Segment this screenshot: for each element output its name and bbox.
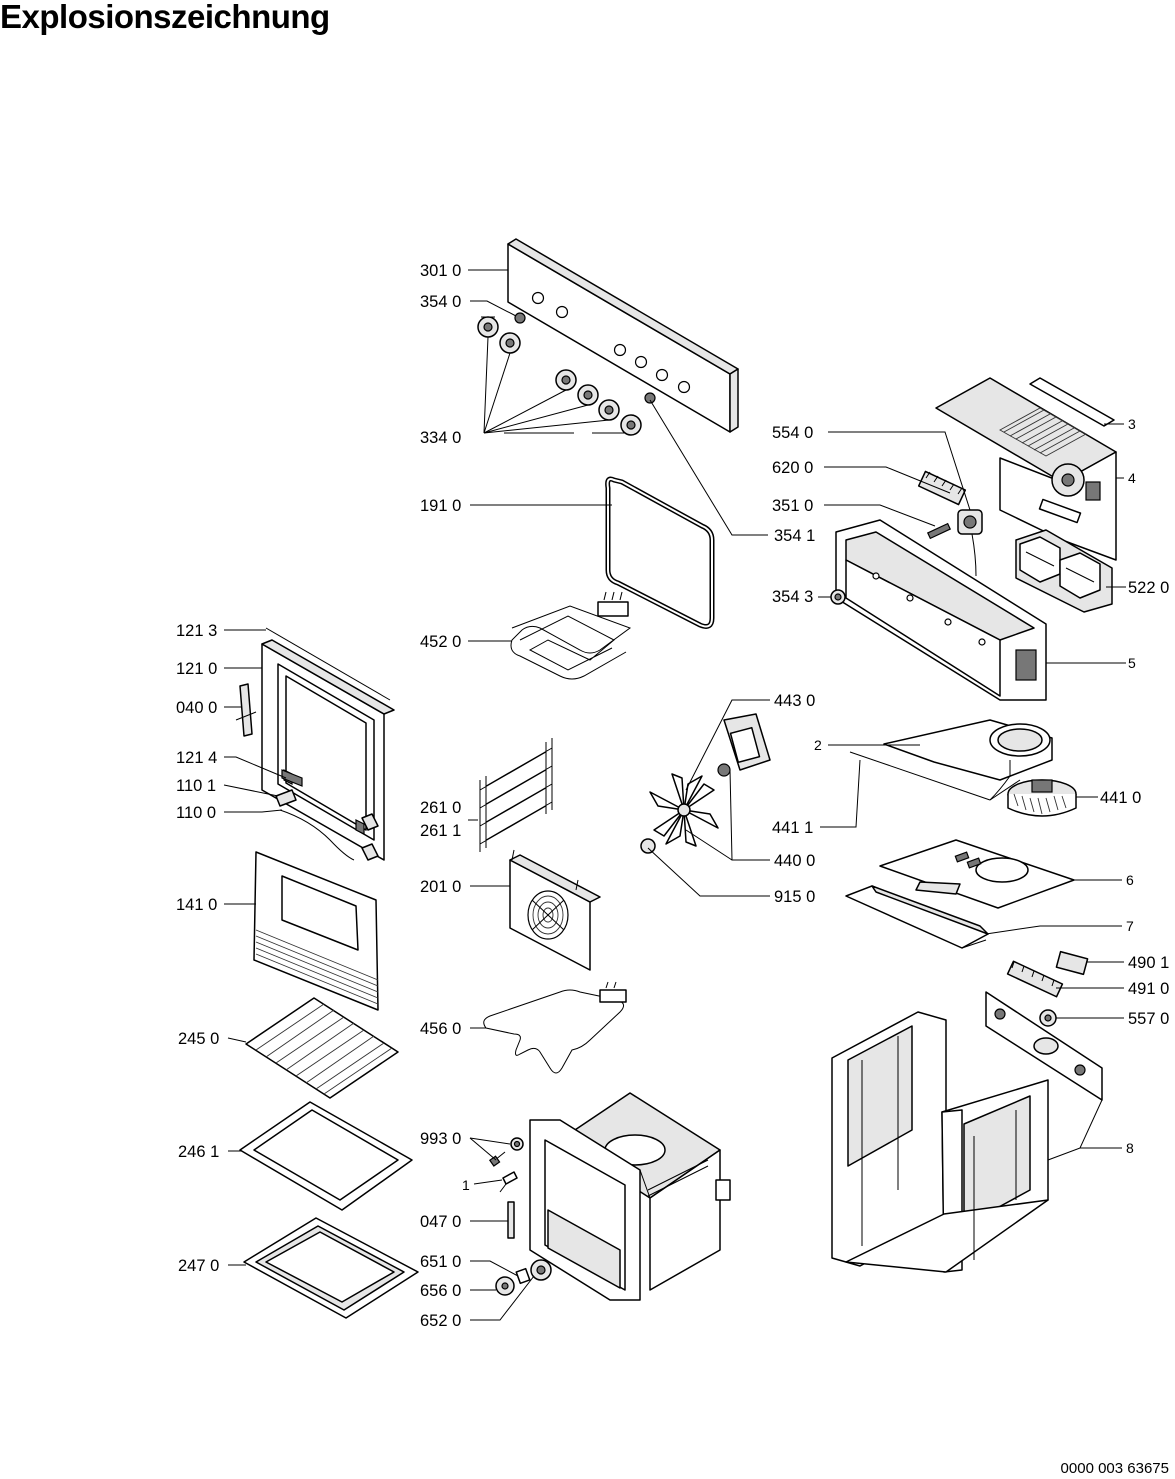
label-1: 1 bbox=[462, 1177, 470, 1193]
door-bracket-part bbox=[275, 769, 379, 861]
hardware-screws-part bbox=[488, 1137, 524, 1239]
label-121-3: 121 3 bbox=[176, 622, 217, 640]
label-247-0: 247 0 bbox=[178, 1257, 219, 1275]
label-915-0: 915 0 bbox=[774, 888, 815, 906]
label-334-0: 334 0 bbox=[420, 429, 461, 447]
label-8: 8 bbox=[1126, 1140, 1134, 1156]
outer-casing-part bbox=[831, 991, 1103, 1273]
label-4: 4 bbox=[1128, 470, 1136, 486]
fan-blade-part bbox=[640, 773, 719, 854]
label-301-0: 301 0 bbox=[420, 262, 461, 280]
label-201-0: 201 0 bbox=[420, 878, 461, 896]
label-246-1: 246 1 bbox=[178, 1143, 219, 1161]
label-351-0: 351 0 bbox=[772, 497, 813, 515]
label-7: 7 bbox=[1126, 918, 1134, 934]
label-354-1: 354 1 bbox=[774, 527, 815, 545]
label-3: 3 bbox=[1128, 416, 1136, 432]
mounting-rail-part bbox=[835, 519, 1047, 701]
baking-tray-part bbox=[239, 1101, 413, 1211]
top-housing-part bbox=[935, 377, 1117, 561]
label-557-0: 557 0 bbox=[1128, 1010, 1169, 1028]
label-040-0: 040 0 bbox=[176, 699, 217, 717]
label-651-0: 651 0 bbox=[420, 1253, 461, 1271]
side-rack-part bbox=[479, 738, 553, 852]
label-354-3: 354 3 bbox=[772, 588, 813, 606]
label-440-0: 440 0 bbox=[774, 852, 815, 870]
label-441-0: 441 0 bbox=[1100, 789, 1141, 807]
label-2: 2 bbox=[814, 737, 822, 753]
top-heater-part bbox=[510, 591, 632, 680]
door-glass-part bbox=[253, 851, 379, 1011]
label-490-1: 490 1 bbox=[1128, 954, 1169, 972]
fan-cover-part bbox=[509, 849, 601, 971]
label-554-0: 554 0 bbox=[772, 424, 813, 442]
oven-cavity-part bbox=[529, 1092, 731, 1301]
label-652-0: 652 0 bbox=[420, 1312, 461, 1330]
label-522-0: 522 0 bbox=[1128, 579, 1169, 597]
label-121-0: 121 0 bbox=[176, 660, 217, 678]
deep-pan-part bbox=[243, 1217, 419, 1319]
cooling-fan-part bbox=[1007, 779, 1077, 817]
label-261-0: 261 0 bbox=[420, 799, 461, 817]
knob-parts bbox=[495, 1259, 552, 1296]
label-110-1: 110 1 bbox=[176, 777, 216, 795]
part-labels: 301 0 354 0 334 0 191 0 354 1 554 0 620 … bbox=[176, 262, 1169, 1330]
wire-shelf-part bbox=[245, 997, 399, 1099]
label-443-0: 443 0 bbox=[774, 692, 815, 710]
label-261-1: 261 1 bbox=[420, 822, 461, 840]
selector-switch-part bbox=[917, 470, 983, 577]
label-452-0: 452 0 bbox=[420, 633, 461, 651]
label-141-0: 141 0 bbox=[176, 896, 217, 914]
label-047-0: 047 0 bbox=[420, 1213, 461, 1231]
label-656-0: 656 0 bbox=[420, 1282, 461, 1300]
label-5: 5 bbox=[1128, 655, 1136, 671]
label-620-0: 620 0 bbox=[772, 459, 813, 477]
control-panel-part bbox=[507, 238, 739, 433]
hinge-part bbox=[235, 683, 257, 737]
relay-block-part bbox=[1015, 529, 1113, 613]
door-gasket-part bbox=[605, 476, 715, 629]
label-121-4: 121 4 bbox=[176, 749, 217, 767]
label-110-0: 110 0 bbox=[176, 804, 216, 822]
page-title: Explosionszeichnung bbox=[0, 0, 330, 35]
label-245-0: 245 0 bbox=[178, 1030, 219, 1048]
label-191-0: 191 0 bbox=[420, 497, 461, 515]
rear-cover-part bbox=[849, 719, 1053, 801]
label-441-1: 441 1 bbox=[772, 819, 813, 837]
label-456-0: 456 0 bbox=[420, 1020, 461, 1038]
fan-motor-part bbox=[717, 713, 771, 777]
label-491-0: 491 0 bbox=[1128, 980, 1169, 998]
deflector-plate-part bbox=[879, 839, 1075, 909]
bottom-heater-part bbox=[483, 981, 627, 1074]
control-switches-part bbox=[477, 316, 642, 436]
label-354-0: 354 0 bbox=[420, 293, 461, 311]
document-number: 0000 003 63675 bbox=[1060, 1460, 1169, 1477]
leader-lines bbox=[223, 269, 1126, 1321]
door-frame-part bbox=[261, 627, 395, 861]
label-6: 6 bbox=[1126, 872, 1134, 888]
mount-clip-part bbox=[830, 589, 846, 605]
label-993-0: 993 0 bbox=[420, 1130, 461, 1148]
